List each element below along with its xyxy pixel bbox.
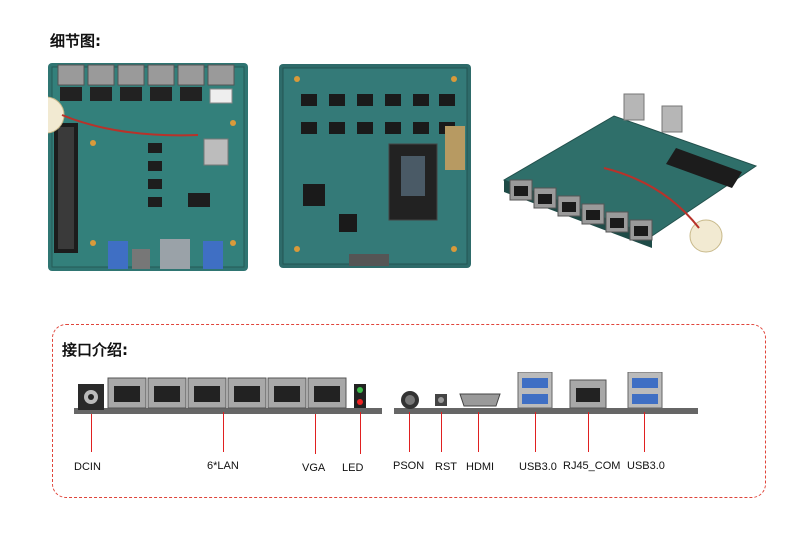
port-label-usb1: USB3.0 xyxy=(519,461,557,473)
dcin-pointer xyxy=(91,414,93,452)
com-pointer xyxy=(588,412,590,452)
usb1-pointer xyxy=(535,412,537,452)
vga-pointer xyxy=(315,414,317,454)
port-label-hdmi: HDMI xyxy=(466,461,495,473)
rst-pointer xyxy=(441,412,443,452)
port-label-dcin: DCIN xyxy=(74,461,101,473)
detail-section-title: 细节图: xyxy=(50,32,101,50)
motherboard-top-photo xyxy=(48,63,248,271)
port-label-rst: RST xyxy=(435,461,457,473)
port-label-com: RJ45_COM xyxy=(563,460,621,472)
port-label-led: LED xyxy=(342,462,364,474)
ports-panel xyxy=(52,324,766,498)
ports-section-title: 接口介绍: xyxy=(62,341,128,359)
motherboard-angled-photo xyxy=(494,88,778,258)
hdmi-pointer xyxy=(478,412,480,452)
lan-pointer xyxy=(223,412,225,452)
port-label-lan: 6*LAN xyxy=(207,460,239,472)
motherboard-bottom-photo xyxy=(279,64,471,268)
port-label-pson: PSON xyxy=(393,460,425,472)
usb2-pointer xyxy=(644,412,646,452)
pson-pointer xyxy=(409,412,411,452)
port-label-usb2: USB3.0 xyxy=(627,460,665,472)
port-label-vga: VGA xyxy=(302,462,326,474)
io-panel-illustration xyxy=(74,371,698,418)
led-pointer xyxy=(360,412,362,454)
